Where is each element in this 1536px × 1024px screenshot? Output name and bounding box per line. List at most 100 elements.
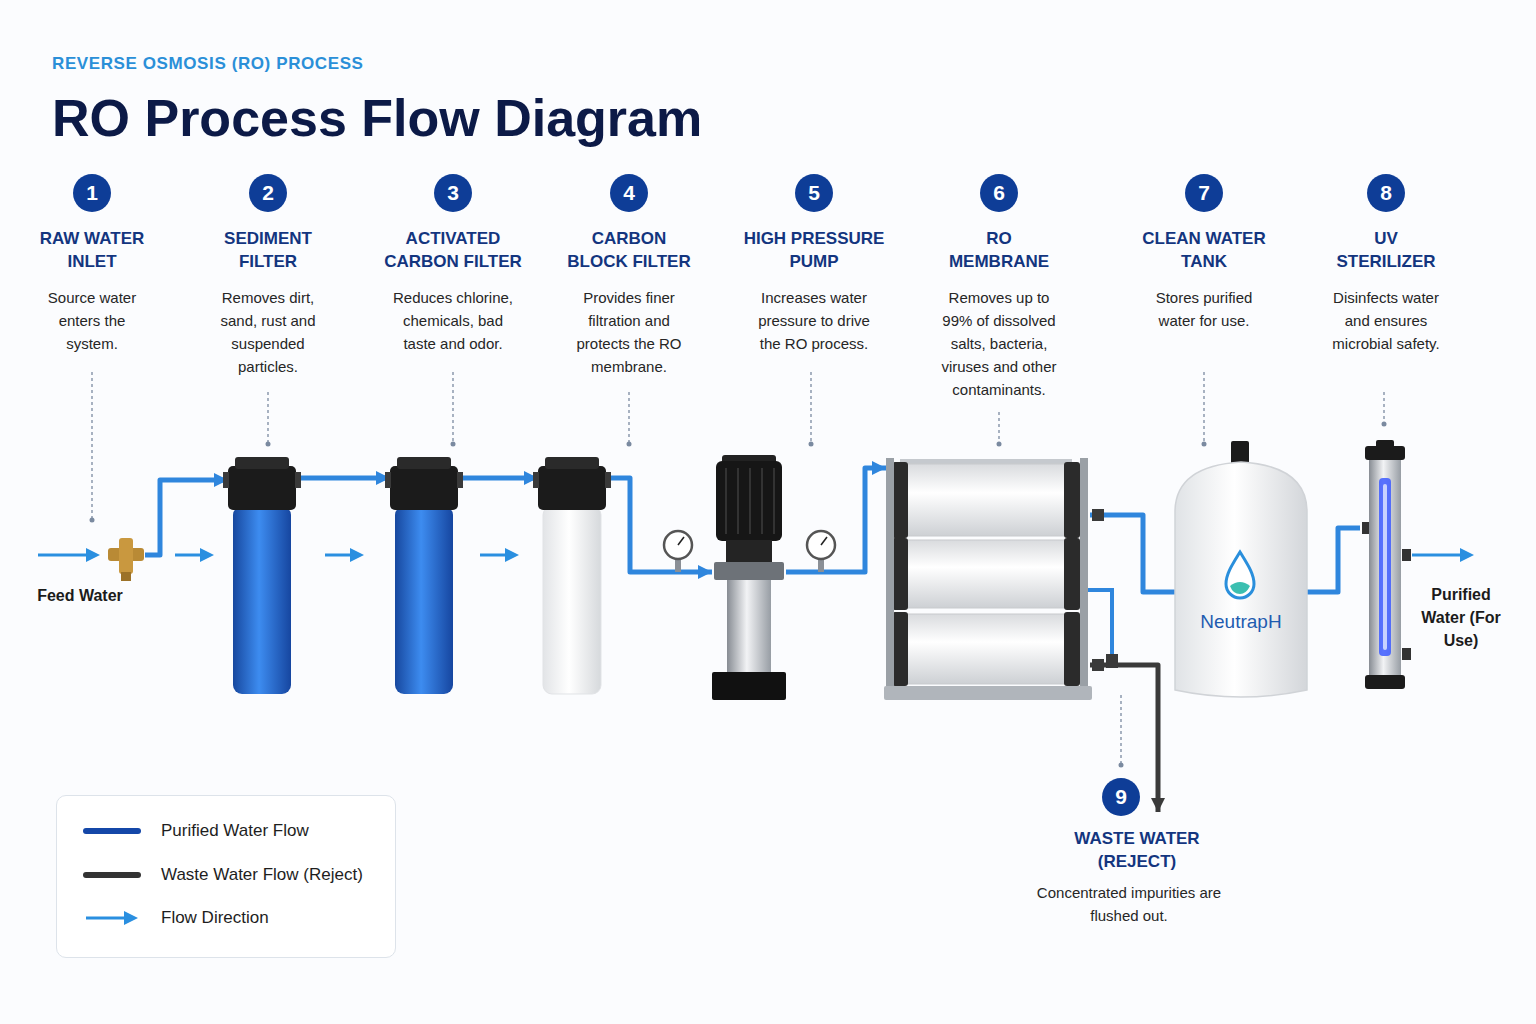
- gauge-needle: [678, 537, 684, 545]
- leader-line: [998, 412, 999, 442]
- stage-heading: RO MEMBRANE: [944, 227, 1054, 273]
- legend-text: Waste Water Flow (Reject): [161, 864, 391, 886]
- leader-dot: [809, 442, 814, 447]
- stage-description: Concentrated impurities are flushed out.: [1024, 881, 1234, 927]
- leader-line: [628, 392, 629, 442]
- flow-arrow-line: [175, 554, 202, 557]
- waste-outlet: 9WASTE WATER (REJECT)Concentrated impuri…: [1024, 812, 1244, 932]
- filter-housing: [533, 457, 611, 694]
- callout-number: 9: [1102, 778, 1140, 816]
- pump-base: [712, 672, 786, 700]
- brand-name: NeutrapH: [1175, 610, 1307, 634]
- leader-line: [1383, 392, 1384, 422]
- carbon-block-filter: 4CARBON BLOCK FILTERProvides finer filtr…: [538, 457, 606, 694]
- legend-text: Flow Direction: [161, 907, 391, 929]
- filter-cap-top: [545, 457, 599, 469]
- uv-sterilizer: 8UV STERILIZERDisinfects water and ensur…: [1360, 440, 1412, 692]
- valve-stem: [119, 538, 133, 574]
- uv-port: [1402, 648, 1411, 660]
- storage-tank: [1175, 441, 1307, 697]
- callout-number: 4: [610, 174, 648, 212]
- motor-cap: [722, 455, 776, 464]
- leader-line: [1203, 372, 1204, 442]
- filter-cap: [538, 466, 606, 510]
- uv-glow: [1379, 478, 1391, 656]
- callout-number: 6: [980, 174, 1018, 212]
- pipe-connector: [1307, 528, 1360, 592]
- pump-neck: [726, 540, 772, 562]
- stage-description: Provides finer filtration and protects t…: [567, 286, 692, 378]
- vessel-cap: [892, 538, 908, 610]
- leader-dot: [627, 442, 632, 447]
- leader-dot: [1119, 763, 1124, 768]
- flow-arrow-head: [505, 548, 519, 562]
- callout-number: 2: [249, 174, 287, 212]
- filter-housing: [223, 457, 301, 694]
- filter-body: [543, 506, 601, 694]
- stage-description: Increases water pressure to drive the RO…: [749, 286, 879, 355]
- pump-illustration: [712, 455, 786, 700]
- vessel-cap: [1064, 462, 1080, 538]
- filter-port: [223, 472, 229, 488]
- uv-port: [1402, 549, 1411, 561]
- super-title: REVERSE OSMOSIS (RO) PROCESS: [52, 53, 452, 75]
- gauge-face: [664, 531, 692, 559]
- valve-outlet: [121, 572, 131, 581]
- membrane-rack: [884, 458, 1118, 700]
- filter-port: [457, 472, 463, 488]
- flow-arrow-head: [1460, 548, 1474, 562]
- uv-body: [1369, 455, 1401, 679]
- filter-cap: [390, 466, 458, 510]
- leader-dot: [1382, 422, 1387, 427]
- uv-lamp: [1362, 440, 1411, 689]
- motor-fin: [749, 468, 751, 534]
- callout-number: 5: [795, 174, 833, 212]
- stage-description: Removes up to 99% of dissolved salts, ba…: [937, 286, 1062, 401]
- membrane-vessel: [900, 464, 1072, 536]
- filter-port: [533, 472, 539, 488]
- leader-dot: [90, 518, 95, 523]
- gauge-face: [807, 531, 835, 559]
- gauge-stem: [818, 556, 824, 572]
- legend-samples: [86, 831, 138, 925]
- gauge-needle: [821, 537, 827, 545]
- legend-text: Purified Water Flow: [161, 820, 391, 842]
- callout-number: 3: [434, 174, 472, 212]
- motor-fin: [737, 468, 739, 534]
- diagram-title: RO Process Flow Diagram: [52, 88, 952, 148]
- stage-description: Stores purified water for use.: [1152, 286, 1257, 332]
- membrane-vessel: [900, 614, 1072, 684]
- leader-lines: [90, 372, 1387, 768]
- uv-cap: [1365, 446, 1405, 460]
- rack-post: [886, 458, 894, 696]
- legend-line-sample: [86, 828, 138, 834]
- pressure-gauge: [664, 531, 692, 572]
- drop-logo-wave: [1230, 582, 1250, 594]
- filter-cap-top: [235, 457, 289, 469]
- side-pipe: [1088, 590, 1112, 655]
- carbon-filter: 3ACTIVATED CARBON FILTERReduces chlorine…: [390, 457, 458, 694]
- uv-cap-top: [1376, 440, 1394, 448]
- motor-body: [716, 461, 782, 541]
- tank-fitting: [1231, 441, 1249, 465]
- sediment-filter: 2SEDIMENT FILTERRemoves dirt, sand, rust…: [228, 457, 296, 694]
- flow-arrow-line: [480, 554, 507, 557]
- stage-description: Source water enters the system.: [42, 286, 142, 355]
- stage-heading: CARBON BLOCK FILTER: [564, 227, 694, 273]
- pipe-connector: [786, 468, 886, 572]
- feed-label: Feed Water: [25, 584, 135, 607]
- stage-description: Disinfects water and ensures microbial s…: [1329, 286, 1444, 355]
- stage-description: Removes dirt, sand, rust and suspended p…: [213, 286, 323, 378]
- pipe-fitting: [1092, 509, 1104, 521]
- flow-arrow-head: [86, 548, 100, 562]
- clean-water-tank: 7CLEAN WATER TANKStores purified water f…: [1175, 440, 1307, 702]
- pipe-connector: [458, 476, 538, 481]
- filter-housing: [385, 457, 463, 694]
- uv-cap: [1365, 675, 1405, 689]
- pipe-connector: [145, 480, 228, 555]
- stage-description: Reduces chlorine, chemicals, bad taste a…: [388, 286, 518, 355]
- pipe-fitting: [1092, 659, 1104, 671]
- rack-post: [1080, 458, 1088, 696]
- drop-logo: [1226, 552, 1254, 598]
- pipe-fitting: [1106, 654, 1118, 668]
